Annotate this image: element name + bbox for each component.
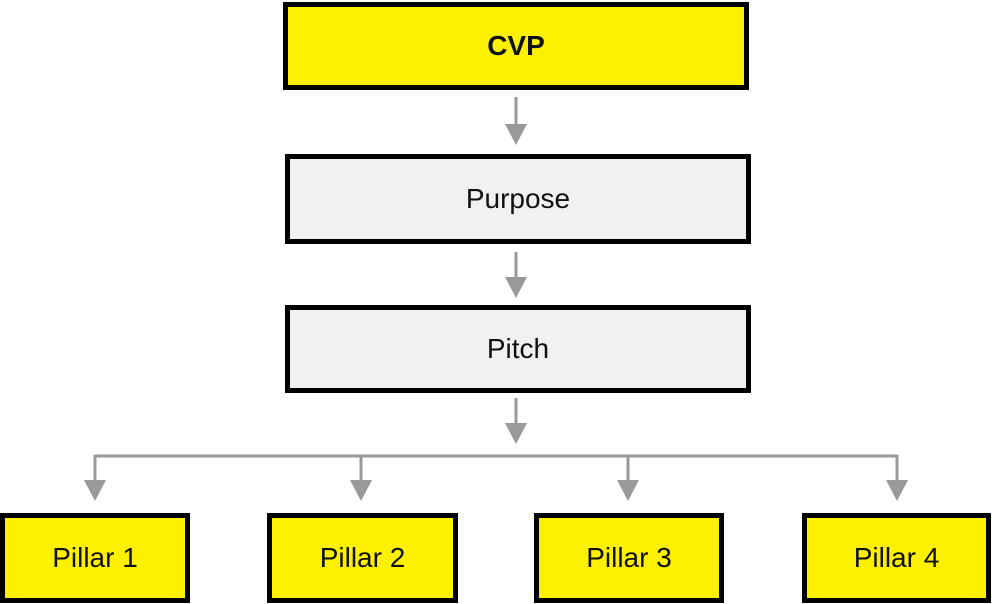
arrow-to-pillar-4 bbox=[886, 455, 908, 501]
pitch-label: Pitch bbox=[486, 333, 550, 364]
pillar-1-label: Pillar 1 bbox=[52, 542, 138, 573]
purpose-label: Purpose bbox=[465, 183, 571, 214]
pillar-2-label: Pillar 2 bbox=[319, 542, 406, 573]
pillar-1-box: Pillar 1 bbox=[0, 513, 190, 603]
pillar-4-box: Pillar 4 bbox=[802, 513, 991, 603]
arrow-pitch-to-branch bbox=[505, 398, 527, 444]
arrow-purpose-to-pitch bbox=[505, 252, 527, 298]
arrow-to-pillar-2 bbox=[350, 455, 372, 501]
pillar-2-box: Pillar 2 bbox=[267, 513, 458, 603]
pillar-4-label: Pillar 4 bbox=[853, 542, 940, 573]
pillar-3-label: Pillar 3 bbox=[586, 542, 672, 573]
arrow-to-pillar-1 bbox=[84, 455, 106, 501]
arrow-cvp-to-purpose bbox=[505, 97, 527, 145]
cvp-box: CVP bbox=[283, 2, 749, 90]
arrow-to-pillar-3 bbox=[617, 455, 639, 501]
pillar-3-box: Pillar 3 bbox=[534, 513, 724, 603]
purpose-box: Purpose bbox=[285, 154, 751, 244]
cvp-label: CVP bbox=[487, 30, 545, 61]
pitch-box: Pitch bbox=[285, 305, 751, 393]
